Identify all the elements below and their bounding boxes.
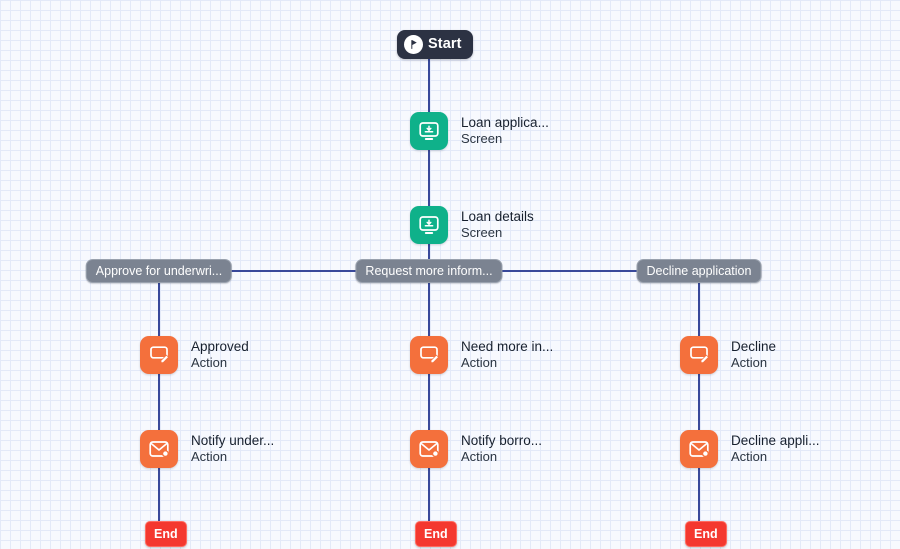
node-decline-text: Decline Action xyxy=(731,338,776,372)
envelope-icon xyxy=(410,430,448,468)
node-title: Notify borro... xyxy=(461,433,543,449)
node-loan-application-text: Loan applica... Screen xyxy=(461,114,549,148)
envelope-icon xyxy=(680,430,718,468)
branch-label-text: Approve for underwri... xyxy=(95,264,223,278)
node-loan-details-text: Loan details Screen xyxy=(461,208,534,242)
node-approved[interactable]: Approved Action xyxy=(140,336,249,374)
end-label: End xyxy=(424,527,448,541)
node-loan-application[interactable]: Loan applica... Screen xyxy=(410,112,549,150)
branch-label-request-more-information[interactable]: Request more inform... xyxy=(355,259,503,283)
node-kind: Action xyxy=(731,355,768,371)
node-kind: Action xyxy=(191,355,228,371)
node-title: Loan applica... xyxy=(461,115,549,131)
node-title: Need more in... xyxy=(461,339,554,355)
node-decline-application-text: Decline appli... Action xyxy=(731,432,820,466)
node-need-more-info-text: Need more in... Action xyxy=(461,338,553,372)
play-flag-icon xyxy=(404,35,423,54)
node-approved-text: Approved Action xyxy=(191,338,249,372)
envelope-icon xyxy=(140,430,178,468)
branch-label-text: Request more inform... xyxy=(365,264,493,278)
end-label: End xyxy=(154,527,178,541)
node-kind: Screen xyxy=(461,131,503,147)
end-label: End xyxy=(694,527,718,541)
end-node-right[interactable]: End xyxy=(685,521,727,547)
edit-note-icon xyxy=(140,336,178,374)
node-title: Decline appli... xyxy=(731,433,820,449)
node-kind: Action xyxy=(461,355,498,371)
edit-note-icon xyxy=(410,336,448,374)
node-need-more-info[interactable]: Need more in... Action xyxy=(410,336,553,374)
node-title: Loan details xyxy=(461,209,534,225)
end-node-left[interactable]: End xyxy=(145,521,187,547)
node-notify-underwriter[interactable]: Notify under... Action xyxy=(140,430,274,468)
screen-download-icon xyxy=(410,112,448,150)
node-loan-details[interactable]: Loan details Screen xyxy=(410,206,534,244)
branch-label-approve-for-underwriting[interactable]: Approve for underwri... xyxy=(85,259,233,283)
node-kind: Action xyxy=(191,449,228,465)
node-title: Decline xyxy=(731,339,777,355)
node-decline-application[interactable]: Decline appli... Action xyxy=(680,430,820,468)
node-title: Approved xyxy=(191,339,249,355)
edit-note-icon xyxy=(680,336,718,374)
node-title: Notify under... xyxy=(191,433,275,449)
branch-label-decline-application[interactable]: Decline application xyxy=(636,259,762,283)
start-label: Start xyxy=(428,36,462,53)
branch-label-text: Decline application xyxy=(646,264,752,278)
end-node-center[interactable]: End xyxy=(415,521,457,547)
node-kind: Screen xyxy=(461,225,503,241)
node-notify-borrower-text: Notify borro... Action xyxy=(461,432,542,466)
node-kind: Action xyxy=(461,449,498,465)
node-kind: Action xyxy=(731,449,768,465)
node-notify-underwriter-text: Notify under... Action xyxy=(191,432,274,466)
node-notify-borrower[interactable]: Notify borro... Action xyxy=(410,430,542,468)
node-decline[interactable]: Decline Action xyxy=(680,336,776,374)
start-node[interactable]: Start xyxy=(397,30,473,59)
screen-download-icon xyxy=(410,206,448,244)
